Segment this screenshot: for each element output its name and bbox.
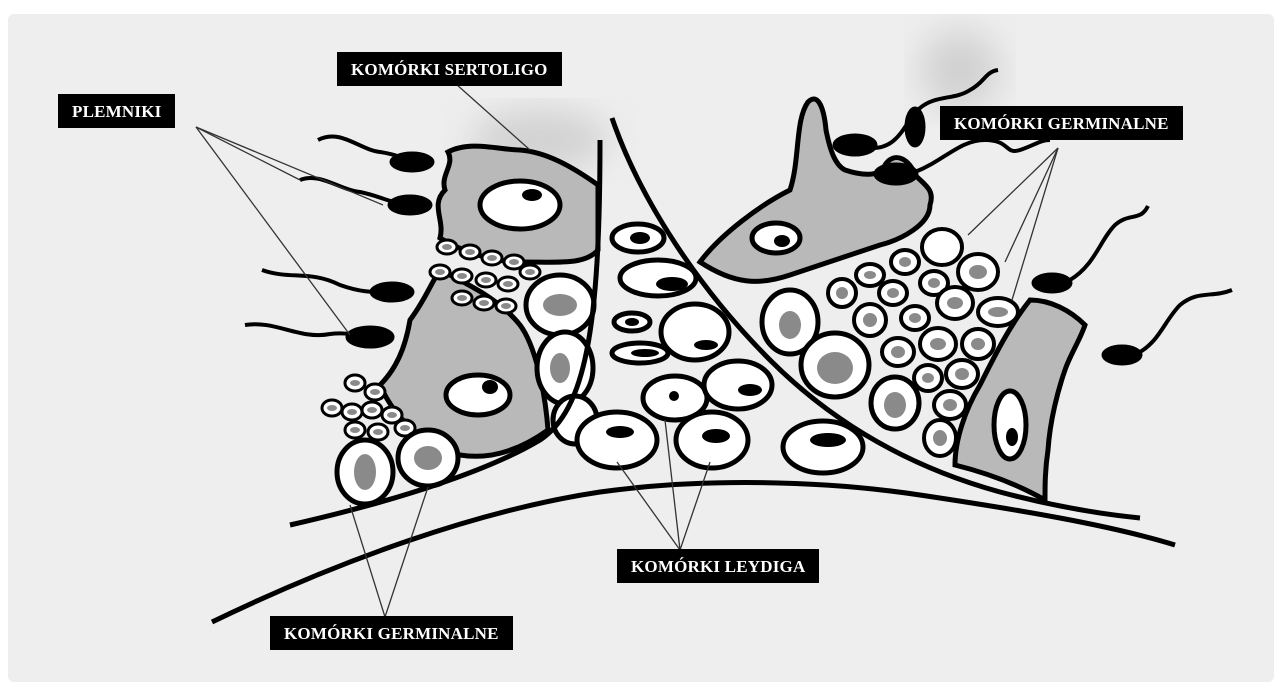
label-germinal-cells-bottom: KOMÓRKI GERMINALNE	[270, 616, 513, 650]
sertoli-nucleolus	[482, 380, 498, 394]
sertoli-nucleolus	[522, 189, 542, 201]
sertoli-nucleus	[446, 375, 510, 415]
label-sperm: PLEMNIKI	[58, 94, 175, 128]
sertoli-nucleus	[480, 181, 560, 229]
sertoli-nucleus	[994, 391, 1026, 459]
label-germinal-cells-top: KOMÓRKI GERMINALNE	[940, 106, 1183, 140]
shadow-blur	[920, 30, 1000, 110]
sertoli-nucleolus	[1006, 428, 1018, 446]
label-sertoli-cells: KOMÓRKI SERTOLIGO	[337, 52, 562, 86]
sertoli-nucleolus	[774, 235, 790, 247]
label-leydig-cells: KOMÓRKI LEYDIGA	[617, 549, 819, 583]
